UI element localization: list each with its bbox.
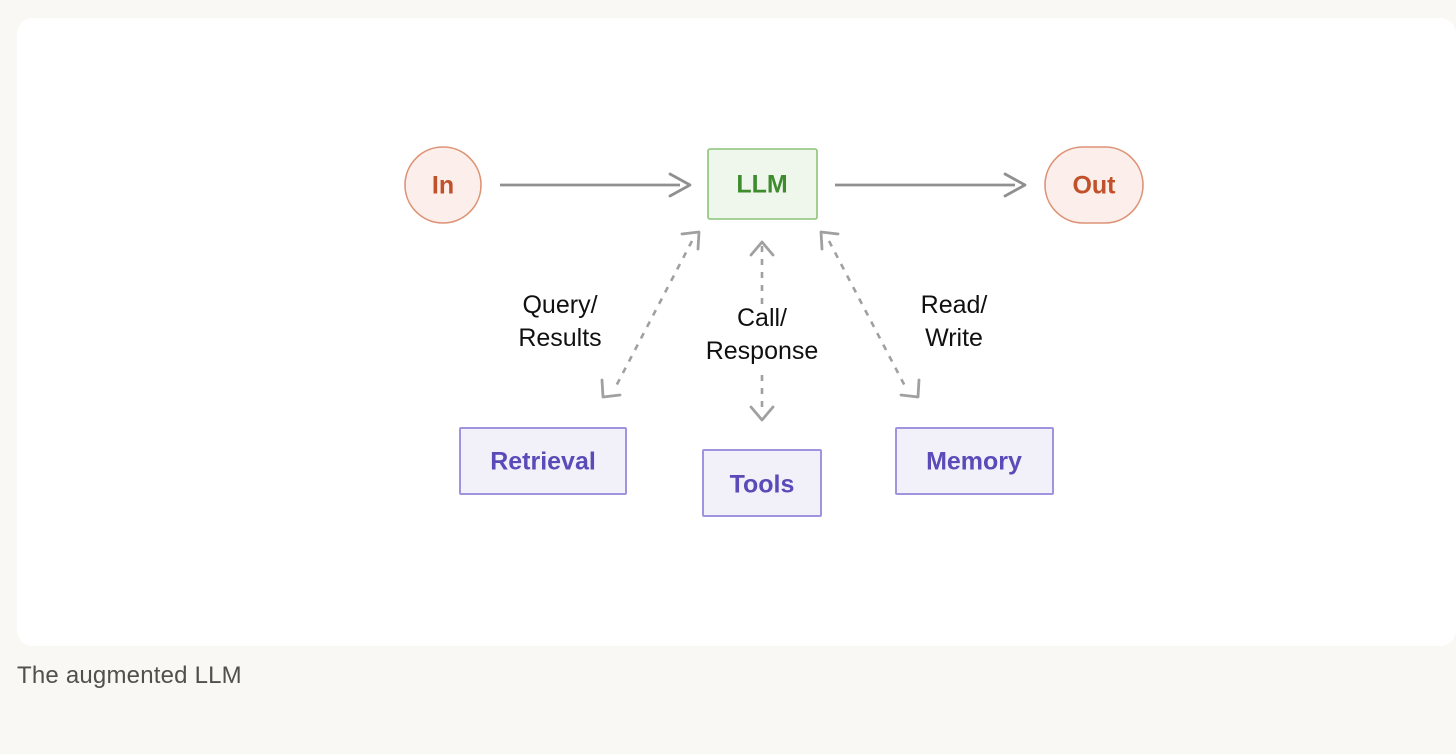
diagram-canvas: In LLM Out Retrieval Tools [404, 146, 1144, 517]
edge-label-query-results-line1: Query/ [522, 291, 597, 319]
edge-label-query-results-line2: Results [518, 324, 601, 352]
edge-llm-to-out [835, 172, 1027, 198]
edge-llm-to-memory [819, 230, 921, 399]
diagram-caption: The augmented LLM [17, 662, 242, 689]
node-retrieval[interactable]: Retrieval [459, 427, 627, 495]
node-tools[interactable]: Tools [702, 449, 822, 517]
node-tools-label: Tools [730, 471, 795, 499]
node-out[interactable]: Out [1044, 146, 1144, 224]
node-out-label: Out [1072, 172, 1116, 200]
edge-label-read-write: Read/ Write [921, 291, 988, 352]
edge-label-read-write-line1: Read/ [921, 291, 988, 319]
edge-label-call-response: Call/ Response [706, 304, 819, 365]
edge-llm-to-tools [749, 240, 775, 422]
node-llm-label: LLM [736, 171, 787, 199]
edge-label-call-response-line2: Response [706, 337, 819, 365]
edge-label-query-results: Query/ Results [518, 291, 601, 352]
edge-llm-to-retrieval [600, 230, 701, 399]
node-memory-label: Memory [926, 448, 1022, 476]
edge-in-to-llm [500, 172, 692, 198]
node-in[interactable]: In [404, 146, 482, 224]
node-retrieval-label: Retrieval [490, 448, 596, 476]
node-llm[interactable]: LLM [707, 148, 818, 220]
node-memory[interactable]: Memory [895, 427, 1054, 495]
node-in-label: In [432, 172, 454, 200]
edge-label-read-write-line2: Write [925, 324, 983, 352]
diagram-card: In LLM Out Retrieval Tools [17, 18, 1456, 646]
edge-label-call-response-line1: Call/ [737, 304, 787, 332]
